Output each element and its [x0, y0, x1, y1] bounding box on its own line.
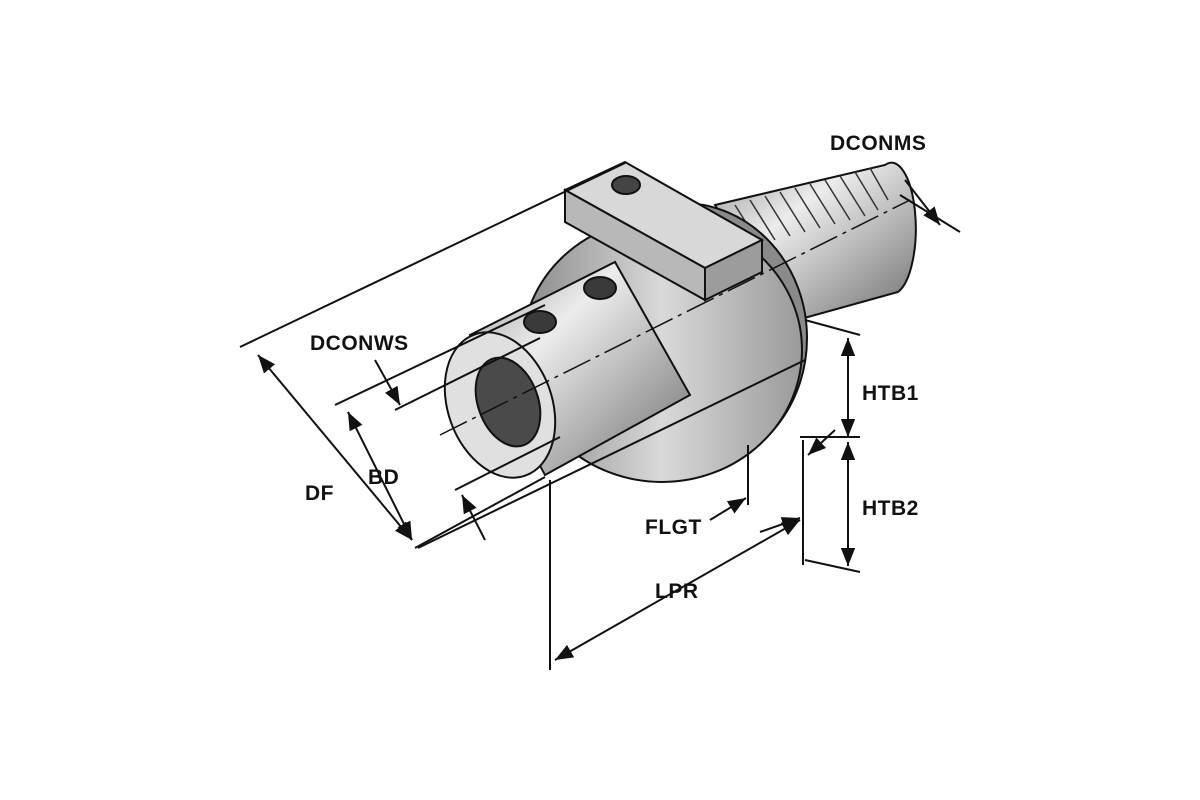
label-htb2: HTB2: [862, 497, 919, 520]
screw-head-icon: [611, 175, 641, 195]
label-flgt: FLGT: [645, 516, 702, 539]
label-dconms: DCONMS: [830, 132, 927, 155]
clamp-block: [562, 160, 765, 302]
dimension-lines: [239, 162, 961, 670]
screw-head-icon: [583, 276, 617, 300]
label-lpr: LPR: [655, 580, 699, 603]
screw-head-icon: [523, 310, 557, 334]
label-bd: BD: [368, 466, 400, 489]
label-htb1: HTB1: [862, 382, 919, 405]
bore: [474, 356, 542, 448]
center-line: [439, 199, 911, 436]
label-df: DF: [305, 482, 334, 505]
label-dconws: DCONWS: [310, 332, 409, 355]
